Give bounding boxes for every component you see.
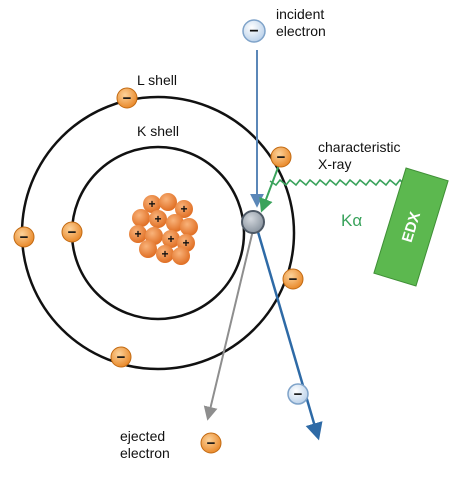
scattered-electron: − bbox=[287, 383, 309, 405]
svg-text:−: − bbox=[289, 271, 298, 288]
proton-sign: + bbox=[154, 212, 161, 226]
ejected-electron-path bbox=[203, 225, 255, 421]
scattered-electron-path bbox=[254, 224, 323, 441]
nucleon bbox=[172, 247, 190, 265]
electron-l-bottom: − bbox=[110, 346, 132, 368]
electron-transition-arrow bbox=[259, 164, 280, 213]
proton-sign: + bbox=[161, 247, 168, 261]
nucleon bbox=[166, 214, 184, 232]
edx-detector: EDX bbox=[373, 167, 449, 287]
k-shell-vacancy bbox=[241, 210, 265, 234]
nucleon bbox=[180, 218, 198, 236]
svg-text:−: − bbox=[294, 386, 303, 403]
proton-sign: + bbox=[180, 202, 187, 216]
k-shell-label: K shell bbox=[137, 123, 180, 139]
nucleon bbox=[162, 230, 180, 248]
ejected-electron: − bbox=[200, 432, 222, 454]
proton-sign: + bbox=[167, 232, 174, 246]
l-shell-label: L shell bbox=[137, 72, 177, 88]
nucleon bbox=[132, 209, 150, 227]
incident-electron-label: incident electron bbox=[276, 6, 326, 39]
nucleon bbox=[175, 200, 193, 218]
incident-electron: − bbox=[242, 19, 266, 43]
electron-l-right: − bbox=[282, 268, 304, 290]
svg-text:−: − bbox=[277, 149, 286, 166]
svg-text:−: − bbox=[123, 90, 132, 107]
svg-text:−: − bbox=[207, 435, 216, 452]
nucleus: + + + + + + + bbox=[129, 193, 198, 265]
nucleon bbox=[149, 210, 167, 228]
x-ray-wave bbox=[269, 178, 422, 194]
electron-l-transition: − bbox=[270, 146, 292, 168]
electron-k-left: − bbox=[61, 221, 83, 243]
nucleon bbox=[129, 225, 147, 243]
electron-l-left: − bbox=[13, 226, 35, 248]
svg-text:−: − bbox=[117, 349, 126, 366]
electron-l-top: − bbox=[116, 87, 138, 109]
svg-text:−: − bbox=[68, 224, 77, 241]
svg-text:−: − bbox=[249, 23, 258, 40]
nucleon bbox=[139, 240, 157, 258]
k-alpha-label: Kα bbox=[341, 211, 363, 230]
characteristic-xray-label: characteristic X-ray bbox=[318, 139, 401, 172]
proton-sign: + bbox=[182, 236, 189, 250]
nucleon bbox=[159, 193, 177, 211]
svg-text:−: − bbox=[20, 229, 29, 246]
proton-sign: + bbox=[134, 227, 141, 241]
nucleon bbox=[156, 245, 174, 263]
nucleon bbox=[143, 195, 161, 213]
proton-sign: + bbox=[148, 197, 155, 211]
ejected-electron-label: ejected electron bbox=[120, 428, 170, 461]
